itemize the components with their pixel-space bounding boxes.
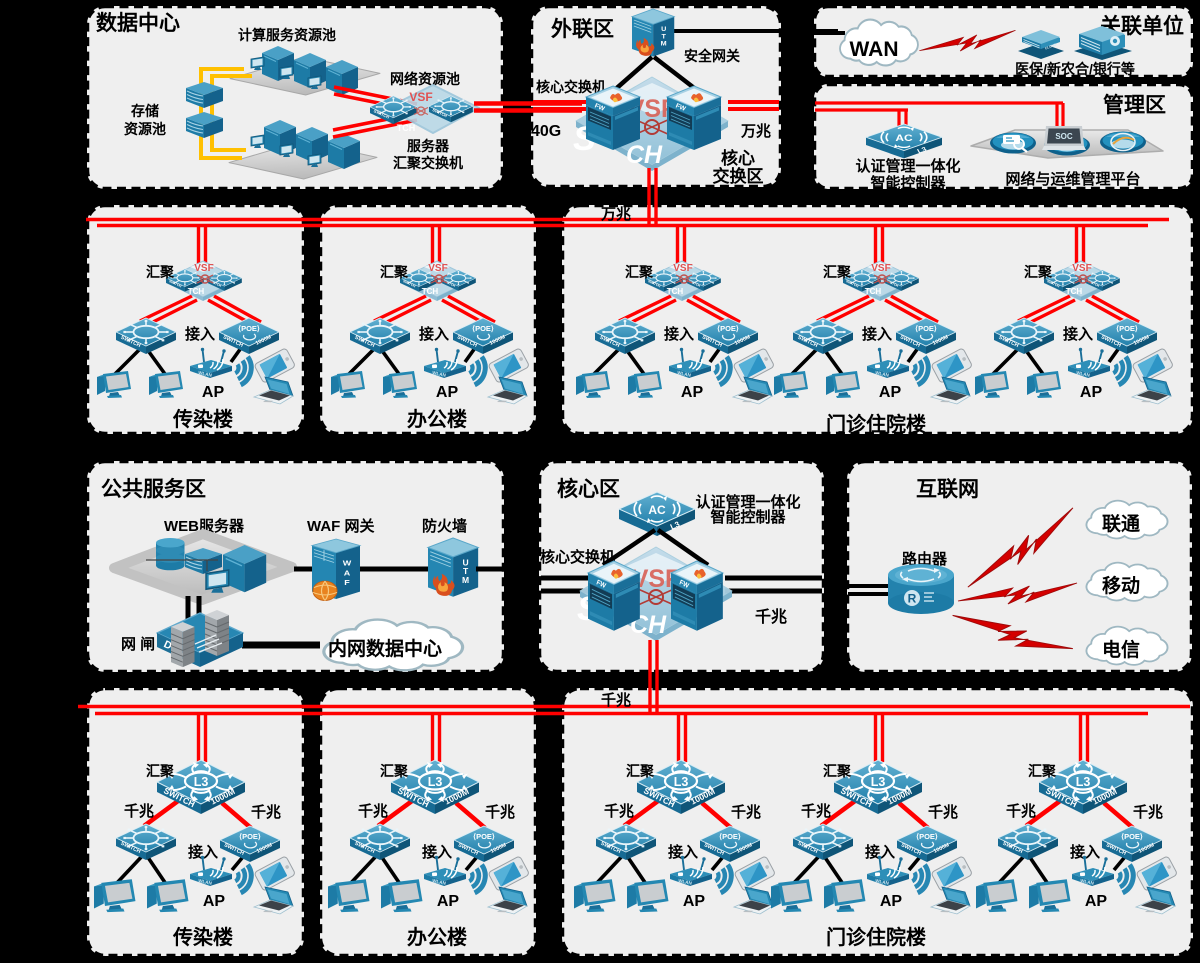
svg-text:传染楼: 传染楼 [172, 925, 233, 949]
svg-text:智能控制器: 智能控制器 [870, 174, 946, 192]
svg-text:外联区: 外联区 [551, 17, 614, 41]
svg-text:千兆: 千兆 [755, 608, 787, 626]
svg-text:核心交换机: 核心交换机 [536, 79, 606, 95]
svg-text:汇聚交换机: 汇聚交换机 [393, 155, 463, 171]
svg-text:WAN: WAN [850, 38, 899, 61]
svg-text:40G: 40G [531, 123, 561, 140]
svg-text:内网数据中心: 内网数据中心 [328, 637, 442, 660]
svg-text:门诊住院楼: 门诊住院楼 [826, 412, 926, 436]
svg-text:移动: 移动 [1102, 574, 1140, 597]
svg-text:万兆: 万兆 [600, 206, 631, 223]
svg-text:核心交换机: 核心交换机 [540, 548, 615, 566]
svg-text:联通: 联通 [1102, 513, 1141, 535]
svg-text:互联网: 互联网 [916, 478, 979, 501]
svg-text:传染楼: 传染楼 [172, 407, 233, 431]
svg-text:办公楼: 办公楼 [407, 925, 467, 949]
svg-text:千兆: 千兆 [601, 692, 631, 709]
svg-text:医保/新农合/银行等: 医保/新农合/银行等 [1015, 61, 1135, 77]
svg-text:资源池: 资源池 [124, 121, 166, 137]
svg-text:网络与运维管理平台: 网络与运维管理平台 [1005, 170, 1140, 188]
svg-text:认证管理一体化: 认证管理一体化 [855, 157, 960, 175]
svg-text:公共服务区: 公共服务区 [101, 477, 206, 501]
svg-text:电信: 电信 [1102, 638, 1140, 661]
svg-text:认证管理一体化: 认证管理一体化 [695, 493, 800, 511]
svg-text:智能控制器: 智能控制器 [710, 508, 786, 526]
svg-text:安全网关: 安全网关 [684, 48, 740, 64]
svg-text:WAF 网关: WAF 网关 [307, 517, 375, 535]
svg-text:交换区: 交换区 [713, 166, 764, 186]
svg-text:WEB服务器: WEB服务器 [164, 517, 245, 535]
svg-text:计算服务资源池: 计算服务资源池 [238, 27, 336, 43]
svg-text:防火墙: 防火墙 [422, 517, 467, 535]
svg-text:存储: 存储 [131, 103, 159, 119]
svg-text:TCH: TCH [397, 123, 416, 133]
svg-text:服务器: 服务器 [407, 138, 450, 154]
svg-text:SOC: SOC [1055, 132, 1073, 141]
svg-text:数据中心: 数据中心 [96, 12, 180, 35]
svg-text:网 闸: 网 闸 [121, 635, 155, 653]
svg-text:管理区: 管理区 [1103, 93, 1166, 117]
svg-text:门诊住院楼: 门诊住院楼 [826, 925, 926, 949]
svg-text:万兆: 万兆 [740, 123, 771, 140]
svg-text:核心: 核心 [721, 148, 755, 168]
svg-text:核心区: 核心区 [557, 477, 620, 501]
svg-text:VSF: VSF [409, 90, 432, 104]
svg-text:网络资源池: 网络资源池 [390, 71, 460, 87]
svg-text:路由器: 路由器 [902, 550, 948, 568]
svg-text:办公楼: 办公楼 [407, 407, 467, 431]
